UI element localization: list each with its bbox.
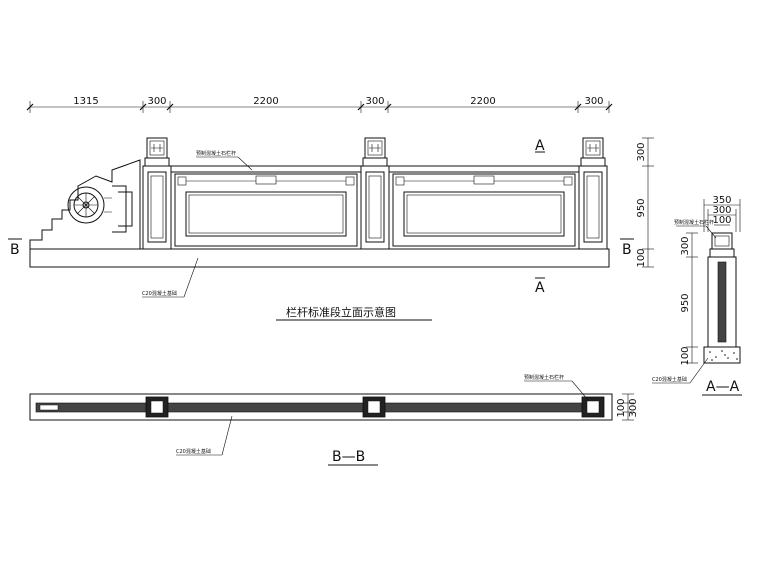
plan-dim-right-1: 100 (616, 398, 627, 417)
dim-right-2: 950 (636, 198, 647, 217)
plan-post-left (145, 396, 169, 418)
dim-right-3: 100 (636, 248, 647, 267)
plan-right-dimensions: 100 300 (616, 393, 639, 421)
rail-panel-left (170, 165, 362, 247)
plan-callout-rail: 预制混凝土石栏杆 (524, 374, 589, 401)
elevation-title: 栏杆标准段立面示意图 (286, 305, 396, 319)
elevation-view: 1315 300 2200 300 2200 300 (8, 96, 654, 321)
dim-right-1: 300 (636, 142, 647, 161)
aa-dim-top-3: 100 (712, 215, 731, 226)
mark-a-top: A (535, 138, 545, 154)
aa-callout-base-text: C20混凝土基础 (652, 376, 687, 383)
plan-post-right (581, 396, 605, 418)
plan-callout-rail-text: 预制混凝土石栏杆 (524, 374, 564, 381)
plan-bb-view: 预制混凝土石栏杆 C20混凝土基础 100 300 B—B (29, 374, 639, 466)
post-left (142, 137, 172, 250)
foundation-strip (29, 248, 610, 268)
aa-callout-base: C20混凝土基础 (652, 357, 709, 384)
mark-b-right: B (622, 242, 632, 258)
section-aa-top-dimensions: 350 300 100 (703, 195, 741, 232)
plan-bb-title: B—B (332, 449, 365, 465)
aa-callout-rail-text: 预制混凝土石栏杆 (674, 219, 714, 226)
plan-callout-base-text: C20混凝土基础 (176, 448, 211, 455)
rail-panel-right (388, 165, 580, 247)
plan-foundation (29, 393, 613, 421)
aa-dim-left-1: 300 (680, 236, 691, 255)
plan-post-middle (362, 396, 386, 418)
end-wall-scroll (29, 159, 141, 249)
section-aa-view: 350 300 100 300 950 100 预制混凝土石栏杆 (652, 195, 742, 396)
aa-callout-rail: 预制混凝土石栏杆 (674, 219, 717, 239)
plan-rail-left (159, 402, 367, 413)
callout-base: C20混凝土基础 (142, 257, 199, 298)
elevation-right-dimensions: 300 950 100 (636, 137, 654, 268)
callout-rail-text: 预制混凝土石栏杆 (196, 150, 236, 157)
dim-top-3: 2200 (253, 96, 278, 107)
plan-dim-right-2: 300 (628, 398, 639, 417)
section-marks: A A B B (8, 138, 634, 296)
aa-dim-top-2: 300 (712, 205, 731, 216)
aa-dim-top-1: 350 (712, 195, 731, 206)
aa-dim-left-2: 950 (680, 293, 691, 312)
section-aa-title: A—A (706, 379, 740, 395)
plan-rail-right (381, 402, 589, 413)
dim-top-1: 1315 (73, 96, 98, 107)
plan-callout-base: C20混凝土基础 (176, 415, 233, 456)
aa-dim-left-3: 100 (680, 346, 691, 365)
section-aa-left-dimensions: 300 950 100 (680, 232, 698, 366)
callout-base-text: C20混凝土基础 (142, 290, 177, 297)
elevation-top-dimensions: 1315 300 2200 300 2200 300 (26, 96, 613, 113)
mark-b-left: B (10, 242, 20, 258)
dim-top-6: 300 (584, 96, 603, 107)
post-middle (360, 137, 390, 250)
dim-top-5: 2200 (470, 96, 495, 107)
mark-a-bottom: A (535, 280, 545, 296)
post-right (578, 137, 608, 250)
callout-rail: 预制混凝土石栏杆 (196, 150, 253, 171)
dim-top-2: 300 (147, 96, 166, 107)
aa-foundation (703, 346, 741, 364)
aa-rail-core (717, 261, 727, 343)
dim-top-4: 300 (365, 96, 384, 107)
